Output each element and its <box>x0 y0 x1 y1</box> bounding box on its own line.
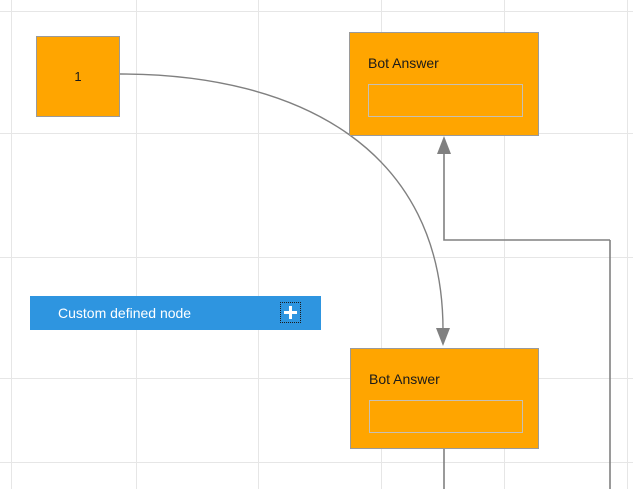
node-bot-answer-top[interactable]: Bot Answer <box>349 32 539 136</box>
connector-loop-to-bot-answer-top[interactable] <box>437 136 611 489</box>
node-answer-slot[interactable] <box>368 84 523 117</box>
node-title: Bot Answer <box>369 371 440 387</box>
node-start[interactable]: 1 <box>36 36 120 117</box>
custom-defined-node-bar[interactable]: Custom defined node <box>30 296 321 330</box>
plus-icon-vertical <box>289 306 292 319</box>
connector-start-to-bot-answer-bottom[interactable] <box>119 73 450 346</box>
plus-icon[interactable] <box>280 302 301 323</box>
node-answer-slot[interactable] <box>369 400 523 433</box>
custom-defined-node-label: Custom defined node <box>58 305 192 321</box>
node-title: Bot Answer <box>368 55 439 71</box>
node-start-label: 1 <box>74 69 82 84</box>
node-bot-answer-bottom[interactable]: Bot Answer <box>350 348 539 449</box>
